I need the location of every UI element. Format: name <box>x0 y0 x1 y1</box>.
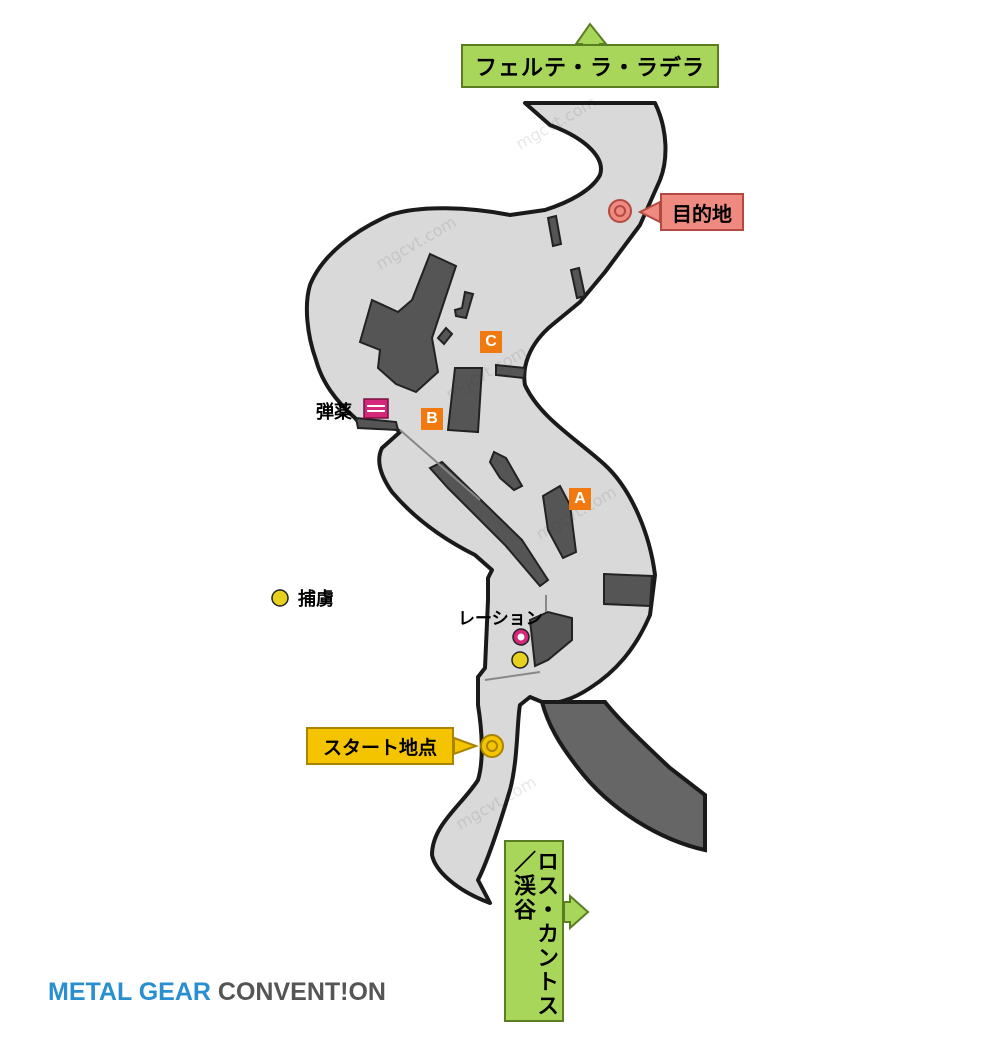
obstacle <box>546 214 563 248</box>
prisoner-label: 捕虜 <box>298 589 334 610</box>
exit-north-label[interactable]: フェルテ・ラ・ラデラ <box>461 44 719 88</box>
obstacle <box>453 290 475 320</box>
goal-marker[interactable] <box>608 199 632 223</box>
obstacle <box>446 367 484 434</box>
fence-line <box>399 429 481 501</box>
start-marker[interactable] <box>480 734 504 758</box>
target-ring-inner <box>614 205 626 217</box>
logo-part-1: METAL GEAR <box>48 978 218 1006</box>
target-ring-icon <box>608 199 632 223</box>
goal-label: 目的地 <box>660 193 744 231</box>
ration-label: レーション <box>458 609 543 629</box>
marker-a[interactable]: A <box>569 488 591 510</box>
ration-dot-icon[interactable] <box>512 628 530 646</box>
ammo-box-icon[interactable] <box>363 398 389 419</box>
marker-c[interactable]: C <box>480 331 502 353</box>
logo-part-2: CONVENT!ON <box>217 978 386 1006</box>
ammo-label: 弾薬 <box>316 402 352 423</box>
prisoner-dot-icon[interactable] <box>511 651 529 669</box>
obstacle <box>354 416 400 432</box>
start-pointer <box>453 736 479 756</box>
obstacle <box>428 460 550 588</box>
obstacle <box>436 326 454 346</box>
obstacle <box>603 572 654 608</box>
start-label: スタート地点 <box>306 727 454 765</box>
obstacle <box>528 610 573 668</box>
marker-b[interactable]: B <box>421 408 443 430</box>
fence-line <box>484 671 541 681</box>
prisoner-legend-dot-icon <box>271 589 289 607</box>
target-ring-icon <box>480 734 504 758</box>
obstacle <box>358 252 458 394</box>
logo: METAL GEAR CONVENT!ON <box>48 978 386 1007</box>
obstacle <box>495 363 527 380</box>
east-arrow-icon <box>563 893 590 931</box>
exit-south-label[interactable]: ロス・カントス／渓谷 <box>504 840 564 1022</box>
target-ring-inner <box>486 740 498 752</box>
obstacle <box>569 266 587 300</box>
walkable-path <box>304 101 668 905</box>
canyon-area <box>539 700 707 853</box>
obstacle <box>488 450 524 492</box>
obstacle <box>541 484 578 560</box>
